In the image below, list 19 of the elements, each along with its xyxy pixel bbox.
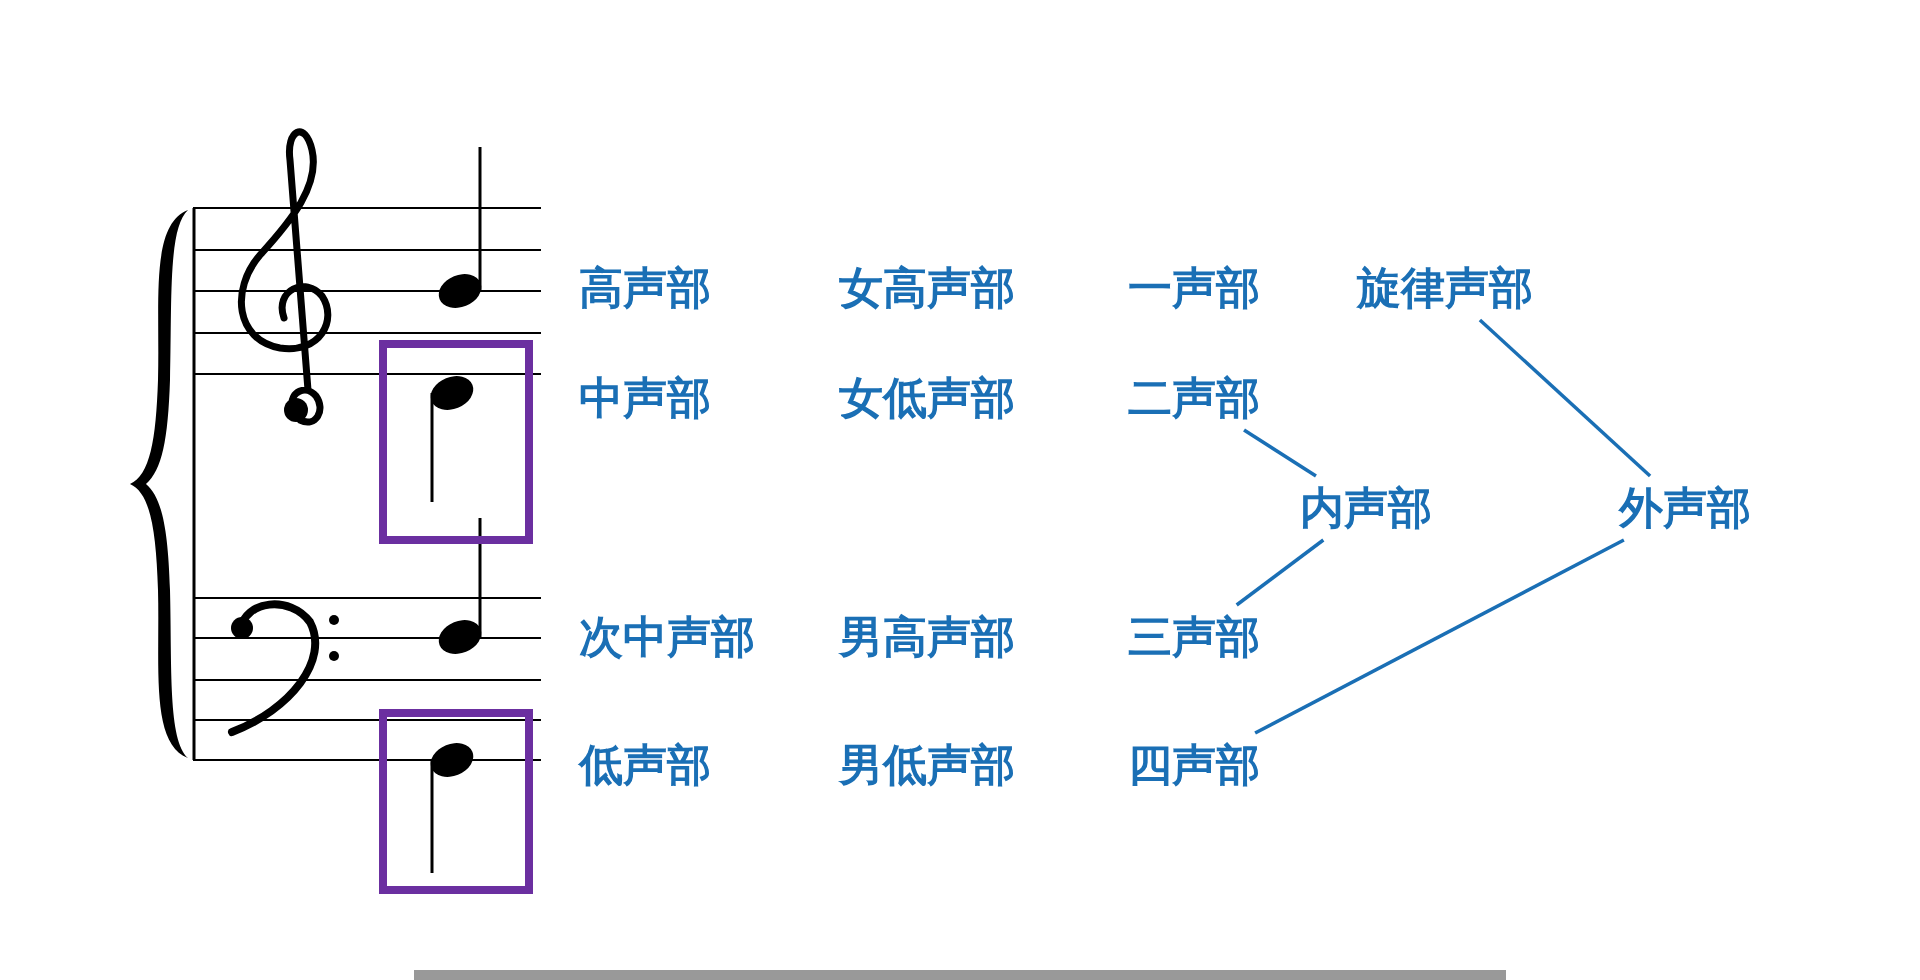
voice-label: 男高声部 — [835, 611, 1019, 663]
connector-line — [1243, 428, 1317, 478]
connector-line — [1235, 538, 1325, 607]
voice-label: 四声部 — [1124, 739, 1264, 791]
connector-line — [1254, 538, 1625, 735]
voice-label: 二声部 — [1124, 372, 1264, 424]
voice-label: 内声部 — [1296, 482, 1436, 534]
voice-label: 低声部 — [575, 739, 715, 791]
voice-label: 一声部 — [1124, 262, 1264, 314]
voice-label: 次中声部 — [575, 611, 759, 663]
voice-label: 女低声部 — [835, 372, 1019, 424]
connector-line — [1478, 318, 1652, 478]
voice-label: 男低声部 — [835, 739, 1019, 791]
voice-label: 高声部 — [575, 262, 715, 314]
voice-label: 外声部 — [1615, 482, 1755, 534]
voice-label: 旋律声部 — [1353, 262, 1537, 314]
voice-label: 三声部 — [1124, 611, 1264, 663]
voice-label: 女高声部 — [835, 262, 1019, 314]
voice-label: 中声部 — [575, 372, 715, 424]
